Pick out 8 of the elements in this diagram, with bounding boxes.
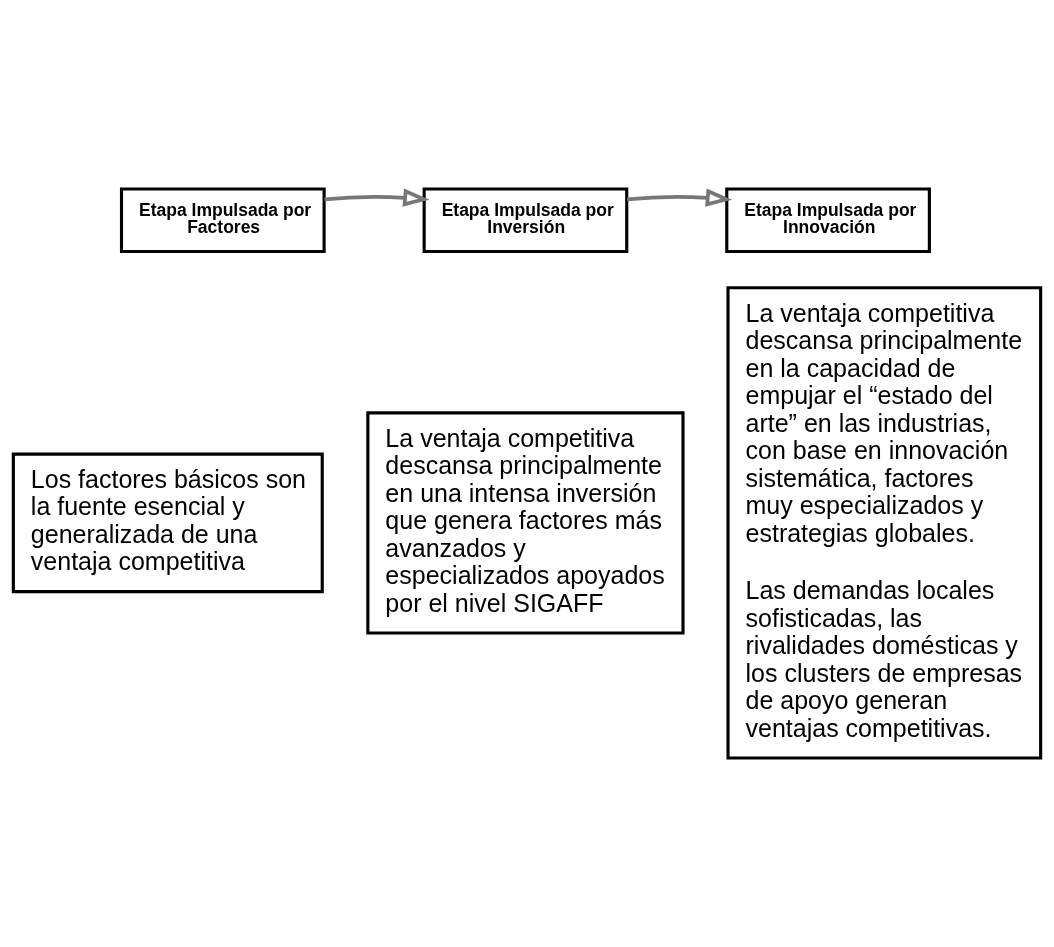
arrow xyxy=(626,188,733,207)
node-box: La ventaja competitiva descansa principalmente en una intensa inversión que genera factores más avanzados y especializados apoyados por el nivel SIGAFF xyxy=(366,411,685,635)
node-box: Etapa Impulsada por Factores xyxy=(119,187,326,254)
arrow xyxy=(324,188,430,207)
node-box: Etapa Impulsada por Innovación xyxy=(725,187,931,254)
node-box: Los factores básicos son la fuente esencial y generalizada de una ventaja competitiva xyxy=(11,452,324,594)
node-box: Etapa Impulsada por Inversión xyxy=(422,187,629,254)
node-box: La ventaja competitiva descansa principalmente en la capacidad de empujar el “estado del arte” en las industrias, con base en innovación sistemática, factores muy especializados y estrategias globales. Las demandas locales sofisticadas, las rivalidades domésticas y los clusters de empresas de apoyo generan ventajas competitivas. xyxy=(726,286,1043,760)
